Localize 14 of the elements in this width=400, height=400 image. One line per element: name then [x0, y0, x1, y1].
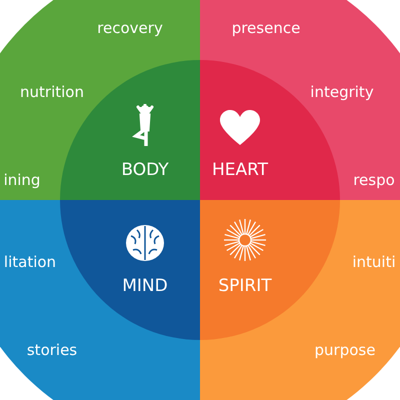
quadrant-keyword: presence	[232, 19, 300, 37]
quadrant-keyword: litation	[4, 253, 56, 271]
quadrant-keyword: stories	[26, 341, 78, 359]
quadrant-title: BODY	[121, 160, 169, 180]
quadrant-title: MIND	[122, 276, 168, 296]
quadrant-keyword: ining	[4, 171, 40, 189]
quadrant-keyword: nutrition	[20, 83, 84, 101]
quadrant-keyword: intuiti	[352, 253, 396, 271]
quadrant-title: SPIRIT	[218, 276, 272, 296]
quadrant-keyword: integrity	[310, 83, 374, 101]
quadrant-keyword: purpose	[314, 341, 376, 359]
quadrant-keyword: recovery	[97, 19, 163, 37]
quadrant-keyword: respo	[353, 171, 395, 189]
quadrant-title: HEART	[212, 160, 268, 180]
